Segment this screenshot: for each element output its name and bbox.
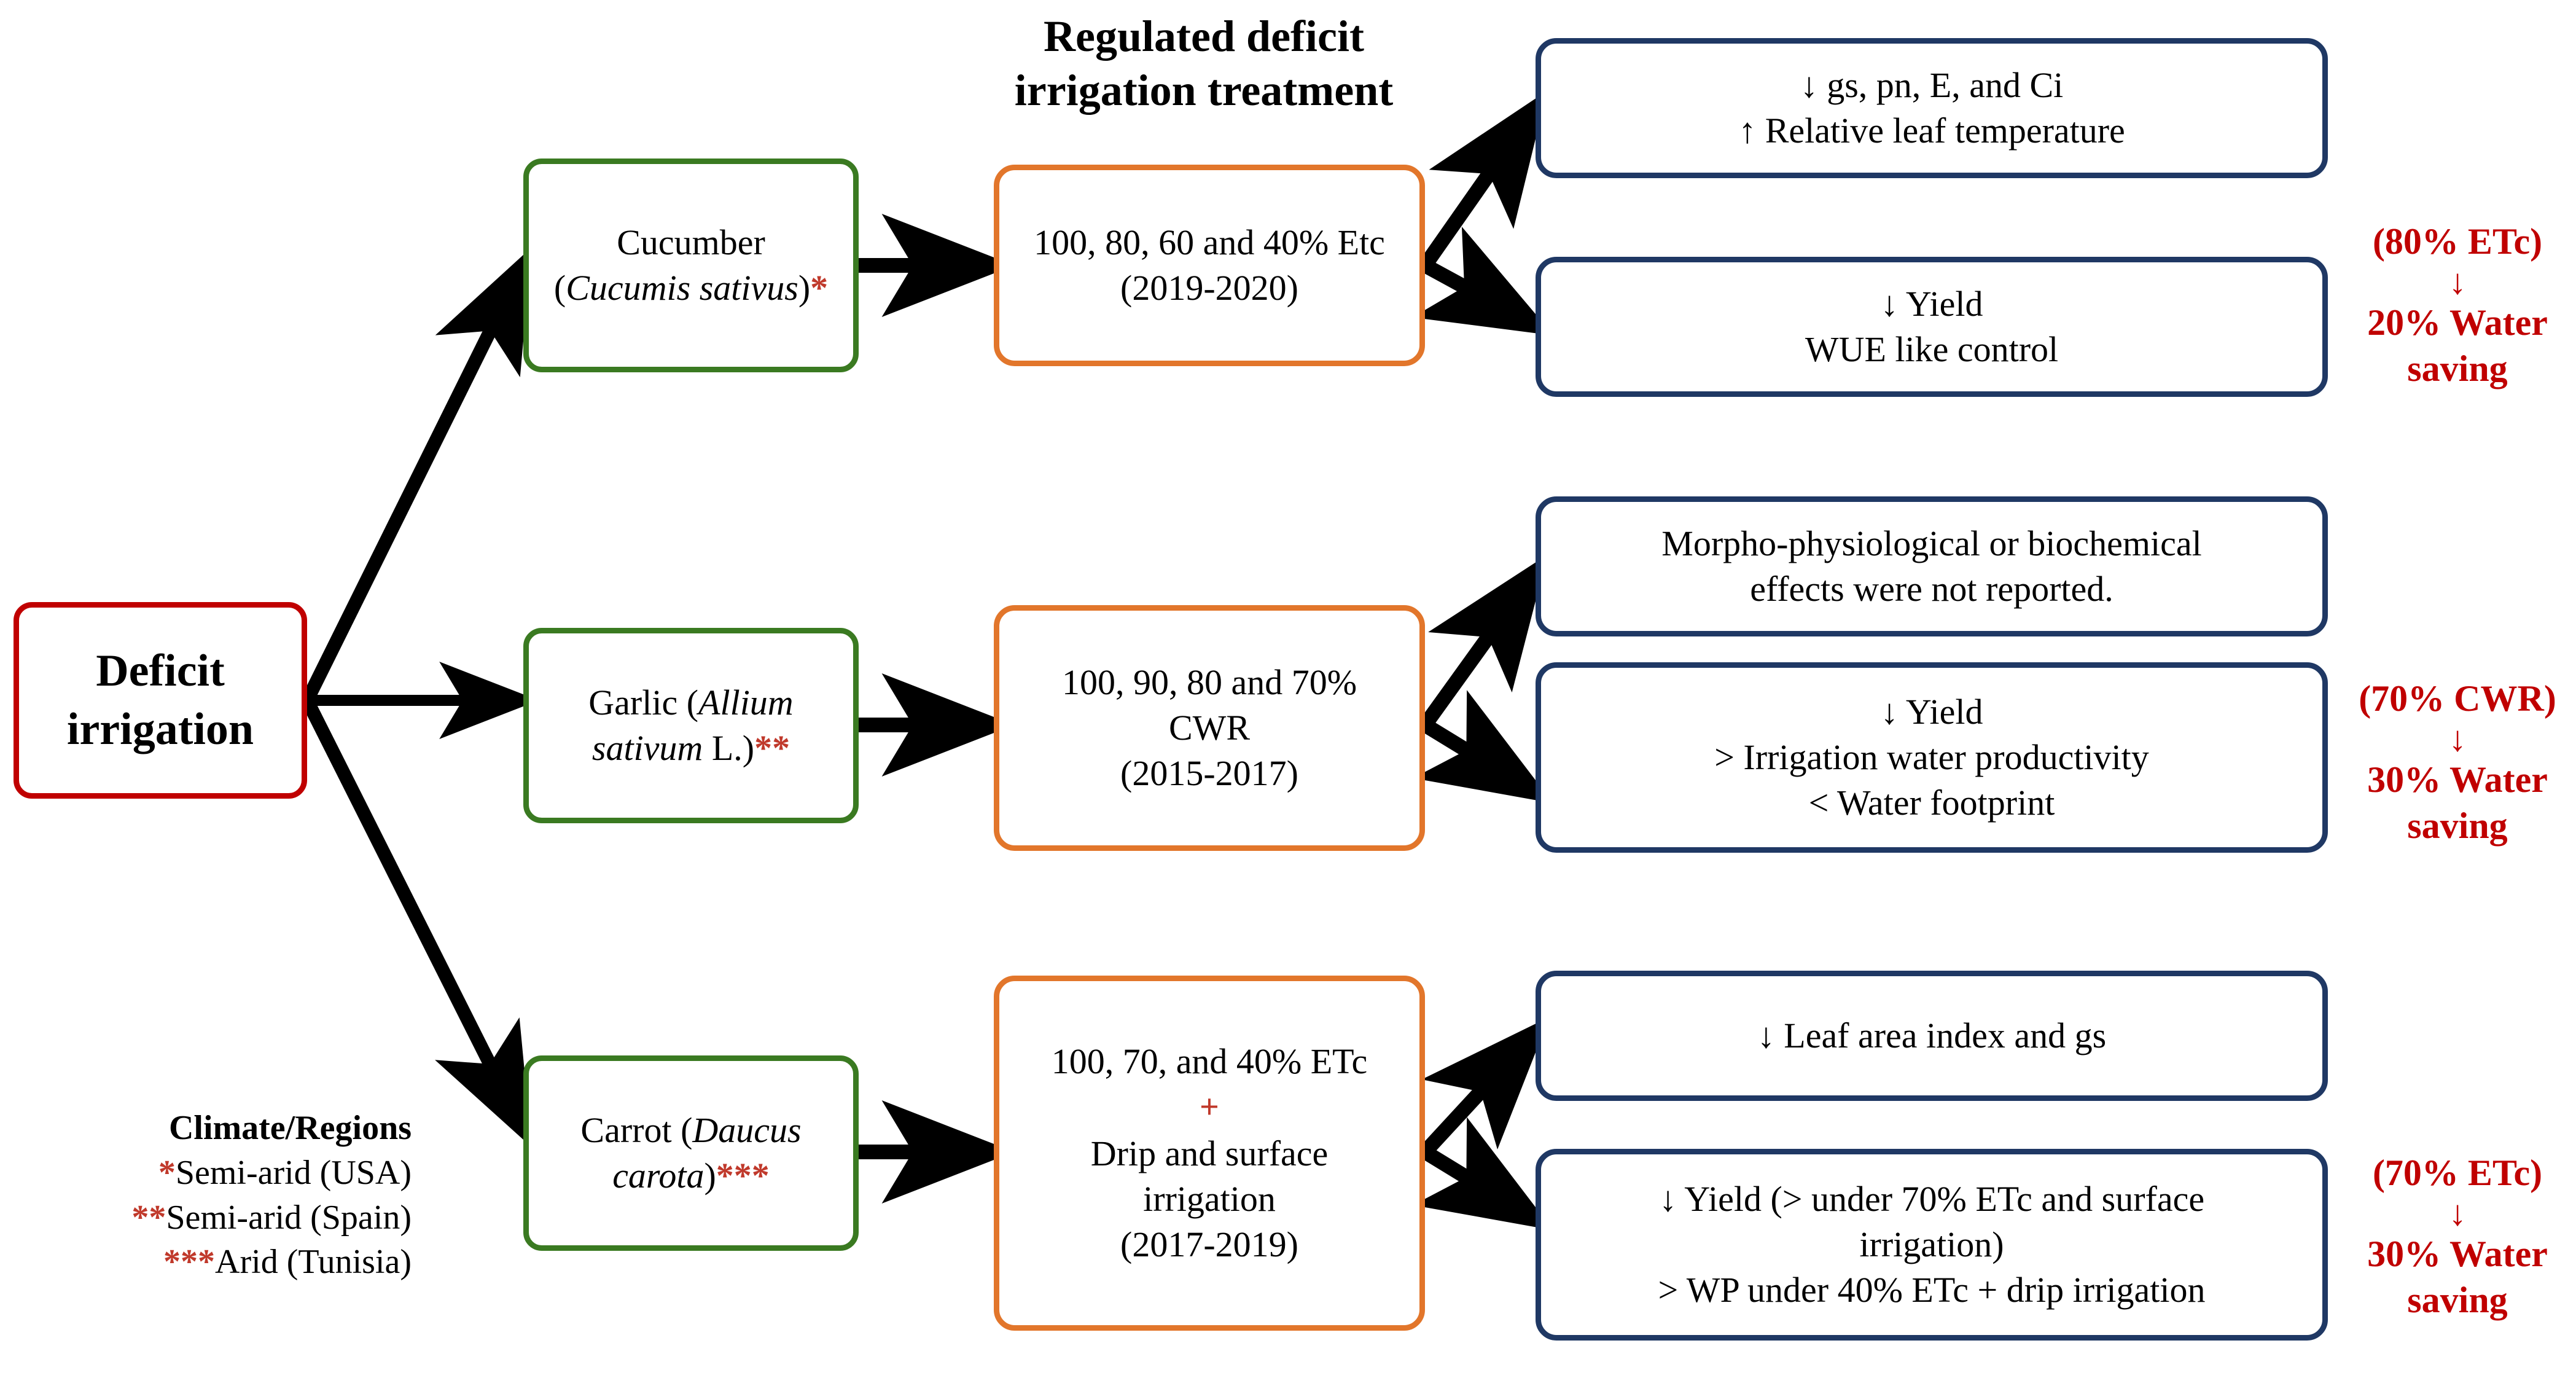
saving-label-carrot: (70% ETc) ↓ 30% Water saving [2339, 1150, 2576, 1323]
treatment-cucumber-line-2: (2019-2020) [1120, 268, 1298, 308]
treatment-cucumber-line-1: 100, 80, 60 and 40% Etc [1034, 222, 1385, 262]
saving-result-garlic-line-1: 30% Water [2367, 759, 2548, 801]
outcome-cucumber-2-line-2: WUE like control [1805, 329, 2059, 369]
node-outcome-carrot-2[interactable]: ↓ Yield (> under 70% ETc and surface irr… [1536, 1149, 2328, 1341]
arrow-root-to-cucumber [301, 247, 532, 703]
saving-result-carrot-line-1: 30% Water [2367, 1234, 2548, 1275]
outcome-cucumber-1-line-1: ↓ gs, pn, E, and Ci [1800, 65, 2064, 105]
node-crop-carrot[interactable]: Carrot (Daucus carota)*** [523, 1055, 859, 1251]
crop-name-carrot: Carrot [580, 1110, 672, 1150]
crop-species-garlic: Allium sativum [591, 682, 794, 768]
treatment-carrot-plus-icon: + [1200, 1087, 1219, 1126]
node-crop-garlic[interactable]: Garlic (Allium sativum L.)** [523, 628, 859, 823]
node-outcome-carrot-1[interactable]: ↓ Leaf area index and gs [1536, 971, 2328, 1101]
outcome-carrot-2-line-3: > WP under 40% ETc + drip irrigation [1658, 1270, 2206, 1310]
saving-condition-garlic: (70% CWR) [2359, 678, 2556, 719]
saving-result-cucumber-line-1: 20% Water [2367, 302, 2548, 343]
saving-label-garlic: (70% CWR) ↓ 30% Water saving [2339, 676, 2576, 848]
treatment-garlic-line-3: (2015-2017) [1120, 753, 1298, 794]
legend-heading: Climate/Regions [168, 1109, 412, 1147]
diagram-title-line-2: irrigation treatment [1014, 65, 1394, 115]
arrow-carrot-treatment-to-outcome-2 [1413, 1117, 1553, 1231]
root-label-line-1: Deficit [96, 646, 225, 697]
crop-species-cucumber: Cucumis sativus [566, 268, 798, 308]
treatment-carrot-line-4: (2017-2019) [1120, 1224, 1298, 1265]
arrow-cucumber-treatment-to-outcome-2 [1412, 227, 1554, 336]
node-crop-cucumber[interactable]: Cucumber (Cucumis sativus)* [523, 159, 859, 372]
saving-condition-carrot: (70% ETc) [2372, 1153, 2543, 1193]
crop-marker-cucumber: * [810, 268, 829, 308]
saving-result-garlic-line-2: saving [2407, 805, 2508, 846]
crop-name-garlic: Garlic [588, 682, 678, 722]
legend-climate-regions: Climate/Regions *Semi-arid (USA) **Semi-… [18, 1106, 412, 1285]
saving-arrow-carrot: ↓ [2448, 1193, 2467, 1234]
treatment-garlic-line-1: 100, 90, 80 and 70% [1061, 662, 1357, 702]
treatment-carrot-line-1: 100, 70, and 40% ETc [1051, 1041, 1368, 1081]
arrow-cucumber-treatment-to-outcome-1 [1419, 90, 1548, 270]
node-treatment-garlic[interactable]: 100, 90, 80 and 70% CWR (2015-2017) [994, 605, 1425, 851]
outcome-garlic-2-line-3: < Water footprint [1808, 783, 2055, 823]
legend-item-1: *Semi-arid (USA) [18, 1151, 412, 1196]
treatment-carrot-line-2: Drip and surface [1090, 1133, 1329, 1173]
saving-arrow-cucumber: ↓ [2448, 262, 2467, 302]
outcome-carrot-2-line-2: irrigation) [1859, 1224, 2004, 1264]
legend-text-3: Arid (Tunisia) [215, 1243, 412, 1282]
root-label-line-2: irrigation [66, 704, 254, 754]
legend-item-2: **Semi-arid (Spain) [18, 1196, 412, 1240]
arrow-root-to-carrot [301, 697, 532, 1148]
outcome-carrot-2-line-1: ↓ Yield (> under 70% ETc and surface [1658, 1178, 2205, 1219]
outcome-cucumber-1-line-2: ↑ Relative leaf temperature [1738, 111, 2125, 151]
diagram-title-line-1: Regulated deficit [1044, 12, 1364, 61]
saving-result-cucumber-line-2: saving [2407, 348, 2508, 389]
crop-name-cucumber: Cucumber [617, 222, 765, 262]
treatment-carrot-line-3: irrigation [1143, 1178, 1276, 1219]
crop-marker-carrot: *** [716, 1156, 770, 1196]
node-treatment-carrot[interactable]: 100, 70, and 40% ETc + Drip and surface … [994, 976, 1425, 1331]
outcome-garlic-2-line-2: > Irrigation water productivity [1714, 737, 2149, 777]
saving-result-carrot-line-2: saving [2407, 1279, 2508, 1320]
outcome-carrot-1-line-1: ↓ Leaf area index and gs [1757, 1015, 2107, 1055]
legend-item-3: ***Arid (Tunisia) [18, 1240, 412, 1285]
arrow-carrot-treatment-to-outcome-1 [1419, 1017, 1550, 1157]
diagram-title: Regulated deficit irrigation treatment [958, 10, 1450, 118]
outcome-garlic-2-line-1: ↓ Yield [1880, 691, 1983, 732]
outcome-garlic-1-line-2: effects were not reported. [1750, 569, 2113, 609]
crop-marker-garlic: ** [754, 728, 790, 768]
legend-text-2: Semi-arid (Spain) [166, 1198, 412, 1237]
saving-arrow-garlic: ↓ [2448, 719, 2467, 759]
node-outcome-cucumber-2[interactable]: ↓ Yield WUE like control [1536, 257, 2328, 397]
legend-text-1: Semi-arid (USA) [175, 1153, 412, 1192]
arrow-garlic-treatment-to-outcome-1 [1419, 554, 1548, 730]
crop-species-suffix-garlic: L. [703, 728, 743, 768]
outcome-garlic-1-line-1: Morpho-physiological or biochemical [1661, 523, 2202, 563]
node-outcome-garlic-1[interactable]: Morpho-physiological or biochemical effe… [1536, 496, 2328, 636]
saving-label-cucumber: (80% ETc) ↓ 20% Water saving [2339, 219, 2576, 391]
treatment-garlic-line-2: CWR [1168, 707, 1251, 748]
node-outcome-cucumber-1[interactable]: ↓ gs, pn, E, and Ci ↑ Relative leaf temp… [1536, 38, 2328, 178]
outcome-cucumber-2-line-1: ↓ Yield [1880, 283, 1983, 324]
legend-marker-1: * [158, 1153, 176, 1192]
legend-marker-2: ** [131, 1198, 166, 1237]
node-deficit-irrigation[interactable]: Deficit irrigation [14, 602, 307, 799]
arrow-garlic-treatment-to-outcome-2 [1413, 690, 1553, 804]
crop-species-carrot: Daucus carota [612, 1110, 802, 1196]
node-outcome-garlic-2[interactable]: ↓ Yield > Irrigation water productivity … [1536, 662, 2328, 853]
node-treatment-cucumber[interactable]: 100, 80, 60 and 40% Etc (2019-2020) [994, 165, 1425, 366]
legend-marker-3: *** [163, 1243, 216, 1282]
saving-condition-cucumber: (80% ETc) [2372, 221, 2543, 262]
